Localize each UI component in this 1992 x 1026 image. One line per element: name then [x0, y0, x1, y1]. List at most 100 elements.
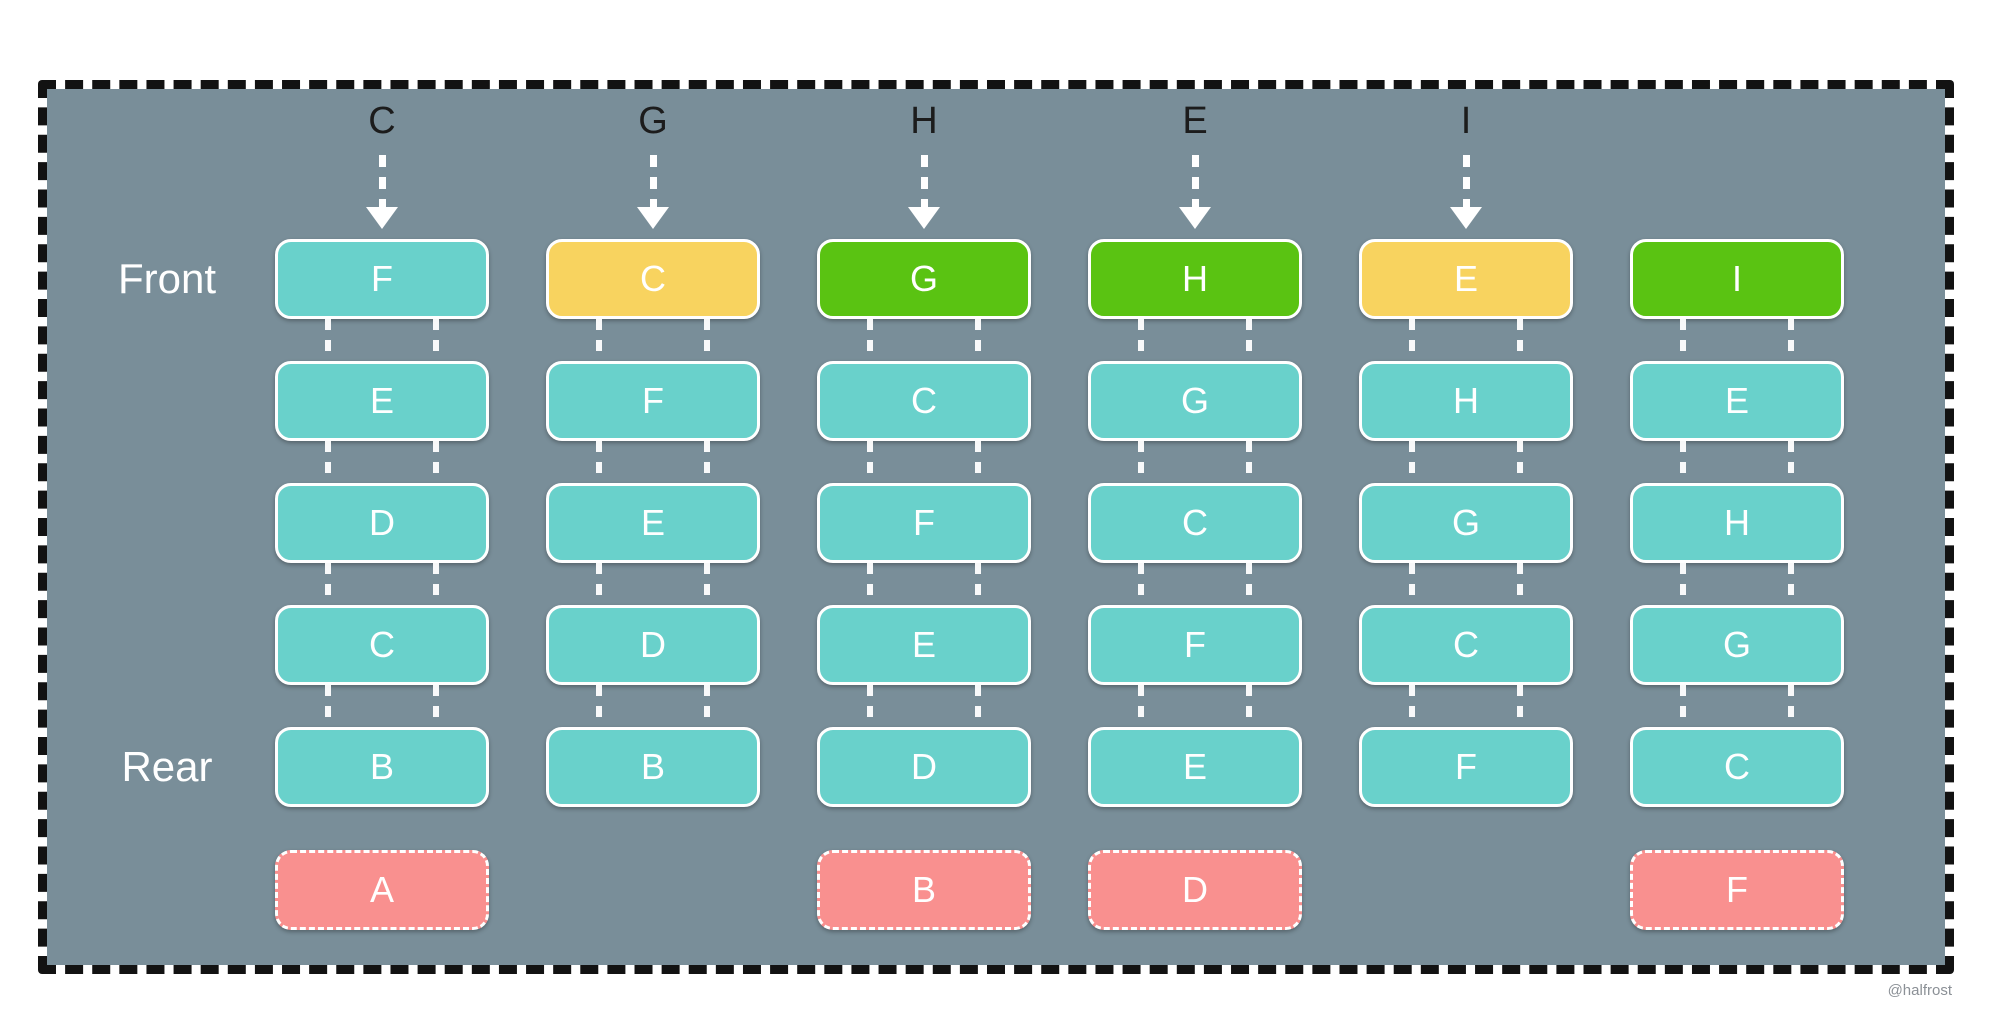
link-dash-left	[596, 685, 602, 727]
link-dash-right	[1788, 685, 1794, 727]
link-dash-left	[1138, 685, 1144, 727]
evicted-zone: F	[1630, 850, 1844, 930]
link-dash-right	[433, 685, 439, 727]
queue-node: D	[546, 605, 760, 685]
queue-node-letter: C	[1182, 502, 1208, 543]
queue-node-letter: G	[1180, 380, 1209, 421]
link-connector	[1630, 563, 1844, 605]
link-connector	[275, 563, 489, 605]
link-connector	[817, 685, 1031, 727]
front-label: Front	[117, 255, 217, 302]
queue-node: E	[275, 361, 489, 441]
link-dash-left	[325, 319, 331, 361]
link-dash-right	[433, 319, 439, 361]
incoming-letter: H	[910, 100, 938, 142]
link-dash-left	[1409, 563, 1415, 605]
insert-arrow-head-icon	[1450, 207, 1482, 229]
link-dash-left	[1138, 441, 1144, 483]
queue-node: G	[1630, 605, 1844, 685]
link-dash-right	[975, 563, 981, 605]
queue-node: B	[275, 727, 489, 807]
queue-node-letter: G	[1451, 502, 1480, 543]
insert-arrow-head-icon	[637, 207, 669, 229]
link-dash-left	[596, 319, 602, 361]
queue-node: E	[1630, 361, 1844, 441]
link-connector	[1088, 441, 1302, 483]
link-dash-left	[1409, 685, 1415, 727]
link-dash-left	[867, 685, 873, 727]
link-connector	[546, 319, 760, 361]
queue-node: E	[1359, 239, 1573, 319]
evicted-zone: B	[817, 850, 1031, 930]
queue-node: C	[275, 605, 489, 685]
evicted-node-letter: B	[911, 869, 936, 910]
link-dash-left	[325, 685, 331, 727]
evicted-node: F	[1630, 850, 1844, 930]
rear-label: Rear	[121, 743, 213, 790]
queue-node: C	[817, 361, 1031, 441]
link-dash-right	[1246, 441, 1252, 483]
insert-arrow-dashed-line	[649, 155, 657, 207]
link-dash-right	[433, 441, 439, 483]
queue-node: D	[275, 483, 489, 563]
insert-arrow-dashed-line	[1462, 155, 1470, 207]
queue-node-letter: E	[369, 380, 394, 421]
link-dash-left	[1680, 319, 1686, 361]
link-connector	[546, 685, 760, 727]
link-dash-left	[1680, 563, 1686, 605]
link-dash-right	[1517, 441, 1523, 483]
link-dash-right	[704, 563, 710, 605]
incoming-letter: G	[638, 100, 668, 142]
queue-node: C	[546, 239, 760, 319]
queue-node-letter: E	[1182, 746, 1207, 787]
evicted-node-letter: A	[369, 869, 394, 910]
link-dash-right	[1788, 441, 1794, 483]
queue-node: F	[1359, 727, 1573, 807]
queue-node: C	[1359, 605, 1573, 685]
queue-node: F	[546, 361, 760, 441]
queue-node: G	[1088, 361, 1302, 441]
link-connector	[546, 563, 760, 605]
link-dash-right	[1788, 563, 1794, 605]
queue-node-letter: E	[1453, 258, 1478, 299]
queue-node-letter: F	[1455, 746, 1477, 787]
link-dash-right	[975, 441, 981, 483]
queue-node-letter: E	[911, 624, 936, 665]
queue-node-letter: I	[1731, 258, 1742, 299]
incoming-letter: E	[1182, 100, 1208, 142]
link-dash-right	[1246, 319, 1252, 361]
link-dash-right	[433, 563, 439, 605]
link-connector	[817, 319, 1031, 361]
incoming-arrow-zone: C	[275, 97, 489, 239]
insert-arrow-head-icon	[1179, 207, 1211, 229]
queue-node-letter: D	[369, 502, 395, 543]
queue-node: I	[1630, 239, 1844, 319]
queue-node-letter: E	[1724, 380, 1749, 421]
link-connector	[1630, 319, 1844, 361]
link-dash-left	[867, 441, 873, 483]
link-connector	[1630, 685, 1844, 727]
evicted-node: B	[817, 850, 1031, 930]
queue-node: E	[1088, 727, 1302, 807]
queue-node-letter: H	[1182, 258, 1208, 299]
link-dash-left	[325, 441, 331, 483]
evicted-node-letter: F	[1726, 869, 1748, 910]
link-connector	[1359, 563, 1573, 605]
link-connector	[1359, 441, 1573, 483]
link-connector	[275, 441, 489, 483]
incoming-arrow-zone	[1630, 97, 1844, 239]
queue-node: H	[1630, 483, 1844, 563]
queue-node: C	[1630, 727, 1844, 807]
evicted-node: A	[275, 850, 489, 930]
incoming-arrow-zone: H	[817, 97, 1031, 239]
insert-arrow-head-icon	[908, 207, 940, 229]
queue-node-letter: C	[911, 380, 937, 421]
incoming-letter: C	[368, 100, 396, 142]
evicted-zone	[1359, 850, 1573, 930]
